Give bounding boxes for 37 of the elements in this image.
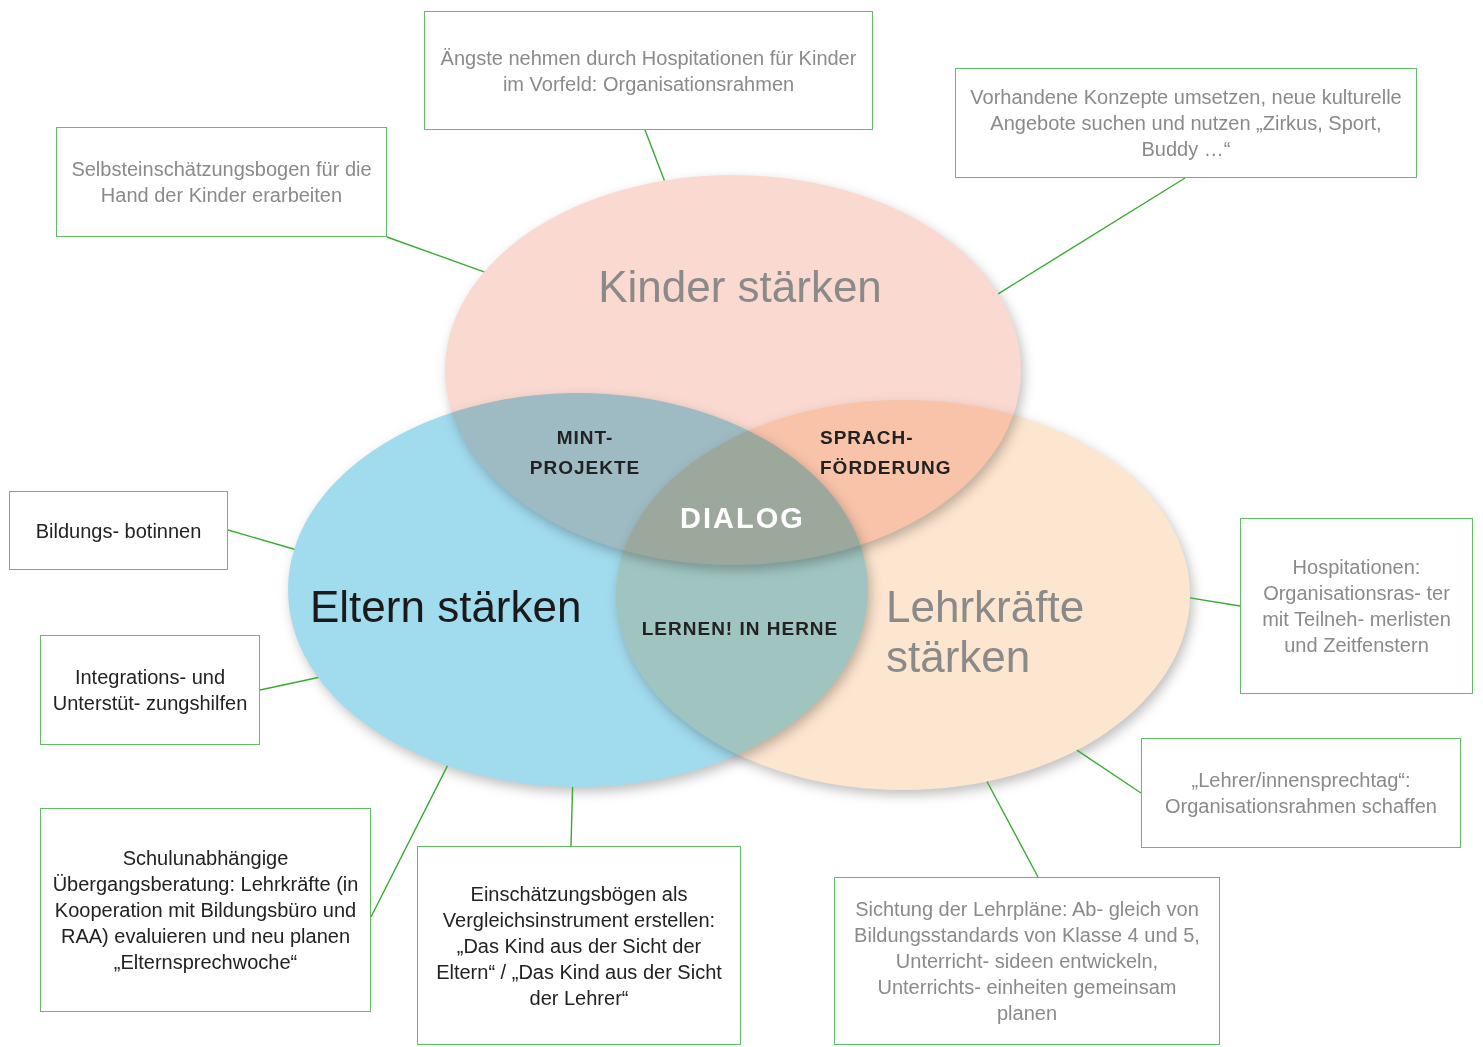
callout-text: Hospitationen: Organisationsras- ter mit Teilneh- merlisten und Zeitfenstern xyxy=(1261,555,1452,658)
callout-text: Ängste nehmen durch Hospitationen für Kinder im Vorfeld: Organisationsrahmen xyxy=(439,45,858,97)
leader-line xyxy=(370,765,449,918)
callout-text: Vorhandene Konzepte umsetzen, neue kulturelle Angebote suchen und nutzen „Zirkus, Sport, Buddy …“ xyxy=(969,85,1403,162)
callout-box xyxy=(9,491,228,570)
callout-box xyxy=(40,635,260,745)
leader-line xyxy=(227,529,295,550)
overlap-label: LERNEN! IN HERNE xyxy=(640,617,840,641)
callout-text: Integrations- und Unterstüt- zungshilfen xyxy=(51,665,249,716)
leader-line xyxy=(570,786,574,847)
leader-line xyxy=(986,780,1039,878)
callout-box xyxy=(1240,518,1473,694)
callout-text: „Lehrer/innensprechtag“: Organisationsrahmen schaffen xyxy=(1164,768,1438,819)
leader-line xyxy=(644,129,666,182)
callout-text: Einschätzungsbögen als Vergleichsinstrument erstellen: „Das Kind aus der Sicht der Eltern“ / „Das Kind aus der Sicht der Lehrer“ xyxy=(435,881,723,1011)
circle-title: Kinder stärken xyxy=(597,262,883,312)
callout-box xyxy=(1141,738,1461,848)
callout-box xyxy=(56,127,387,237)
callout-text: Bildungs- botinnen xyxy=(35,518,202,544)
circle-title: Eltern stärken xyxy=(310,582,583,632)
leader-line xyxy=(386,236,485,273)
callout-box xyxy=(424,11,873,130)
callout-box xyxy=(417,846,741,1045)
callout-box xyxy=(955,68,1417,178)
callout-text: Sichtung der Lehrpläne: Ab- gleich von Bildungsstandards von Klasse 4 und 5, Unterricht- sideen entwickeln, Unterrichts- einheiten gemeinsam planen xyxy=(853,897,1201,1026)
leader-line xyxy=(1076,749,1142,794)
circle-title: Lehrkräfte stärken xyxy=(886,582,1086,682)
callout-text: Selbsteinschätzungsbogen für die Hand der Kinder erarbeiten xyxy=(70,157,373,208)
overlap-label: SPRACH- FÖRDERUNG xyxy=(820,426,953,480)
center-label: DIALOG xyxy=(679,501,806,536)
callout-box xyxy=(40,808,371,1012)
leader-line xyxy=(259,676,319,691)
leader-line xyxy=(1189,597,1241,607)
callout-box xyxy=(834,877,1220,1045)
overlap-label: MINT- PROJEKTE xyxy=(528,426,642,480)
leader-line xyxy=(997,177,1186,295)
callout-text: Schulunabhängige Übergangsberatung: Lehrkräfte (in Kooperation mit Bildungsbüro und RAA) evaluieren und neu planen „Elternsprechwoche“ xyxy=(51,846,360,975)
